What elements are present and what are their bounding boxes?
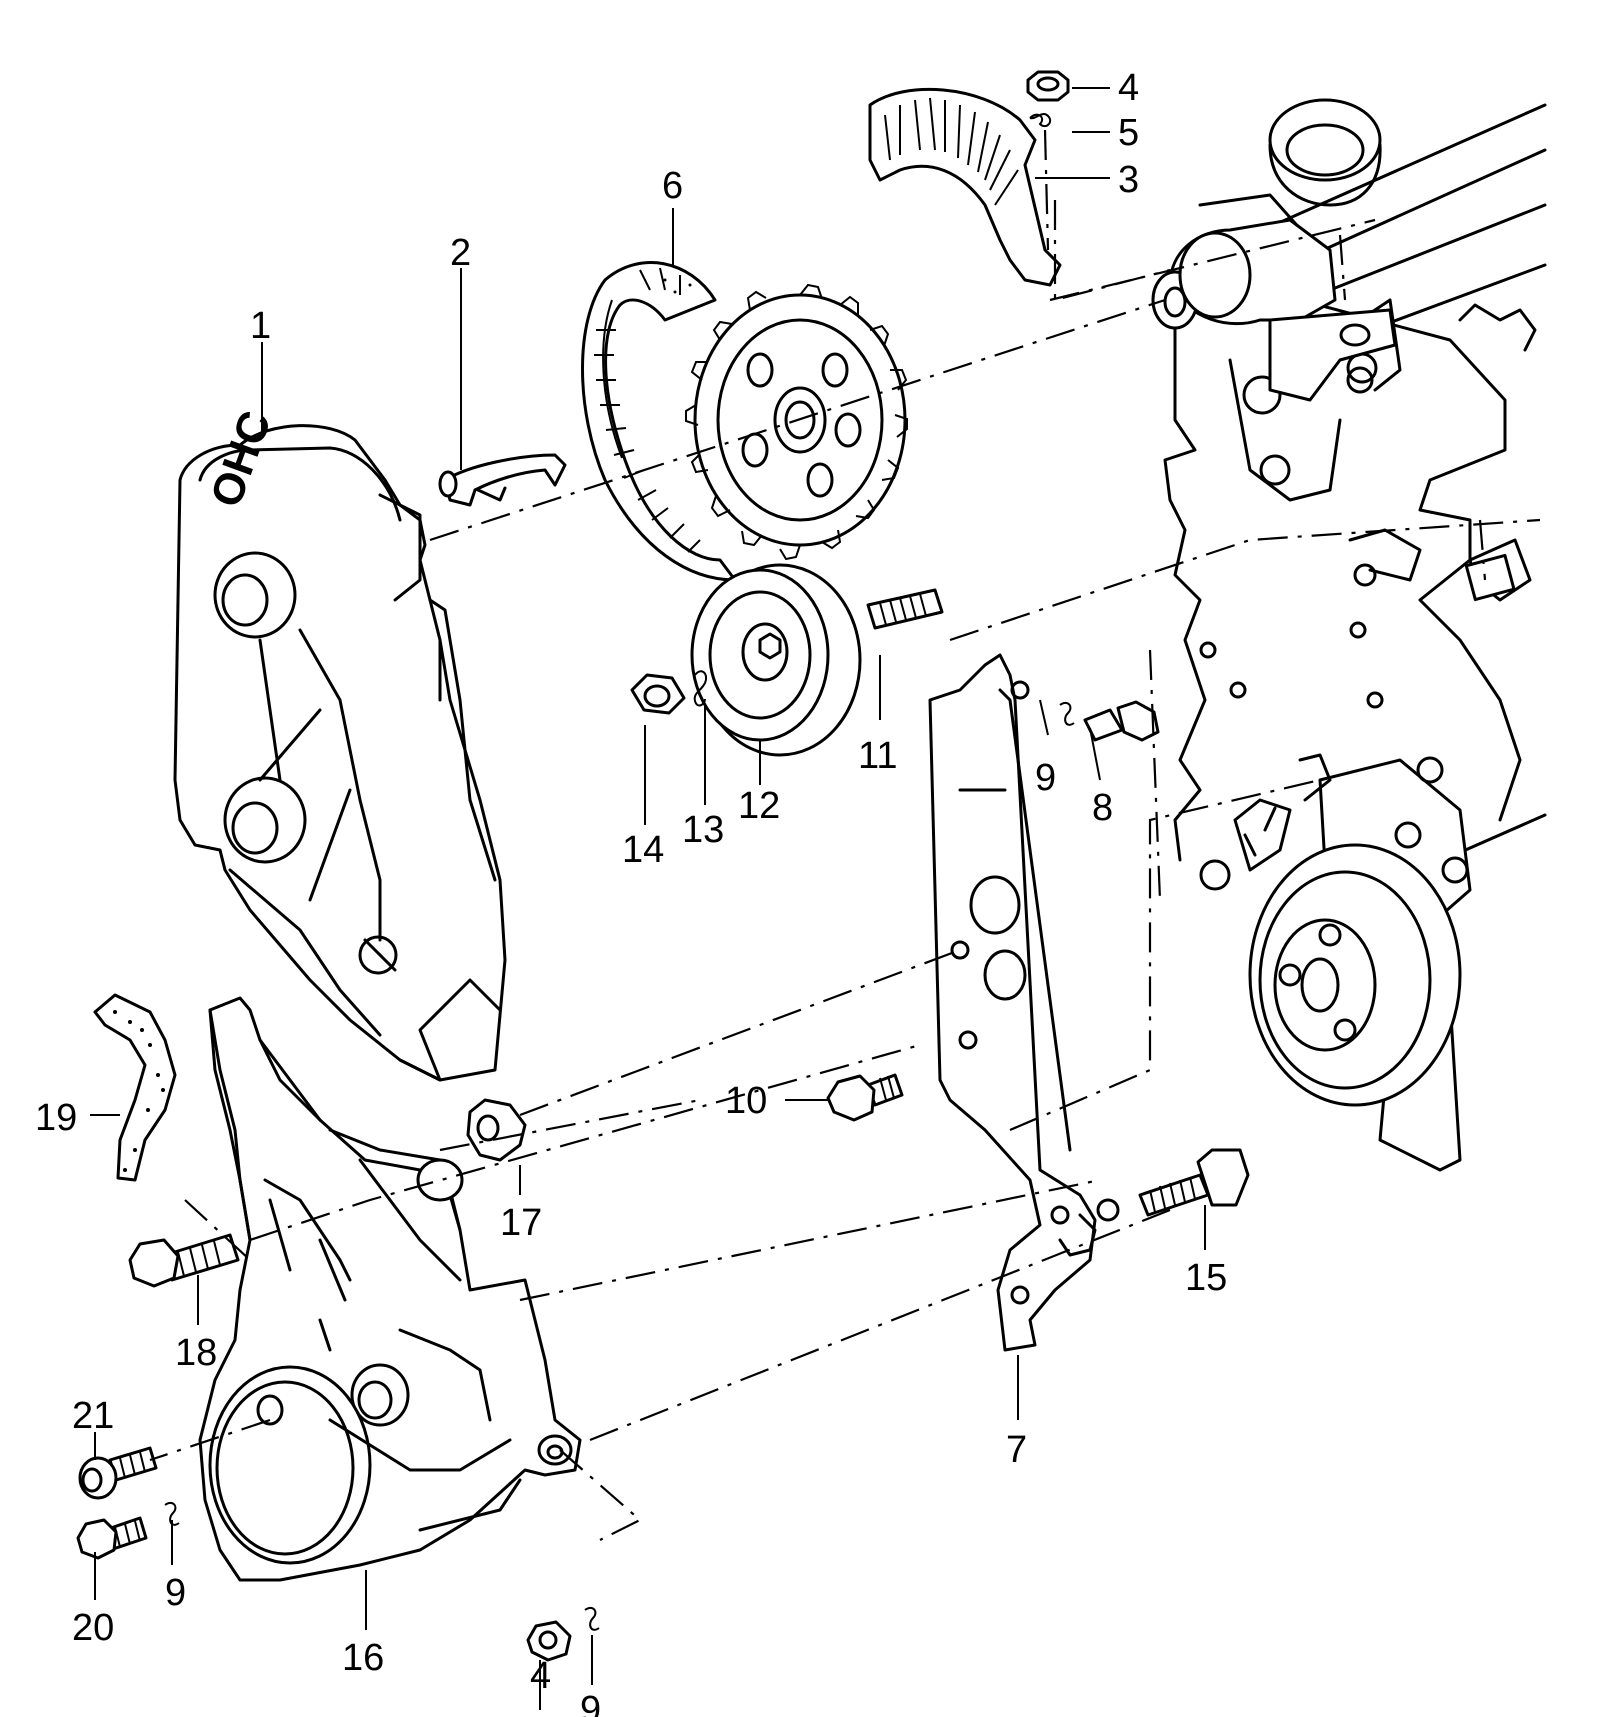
- callout-1: 1: [250, 305, 271, 347]
- callout-11: 11: [858, 735, 897, 777]
- leader-lines: [90, 87, 1206, 1710]
- upper-timing-cover: [173, 424, 507, 1082]
- callout-3: 3: [1118, 159, 1139, 201]
- bolt: [1083, 700, 1160, 742]
- bolt: [826, 1073, 904, 1122]
- callout-5: 5: [1118, 112, 1139, 154]
- lower-timing-cover: [198, 996, 582, 1582]
- timing-backplate: [928, 653, 1120, 1352]
- assembly-center-lines: [149, 129, 1541, 1541]
- tensioner-pulley: [690, 563, 862, 757]
- washer: [693, 670, 707, 707]
- stud: [866, 588, 944, 630]
- crankshaft-pulley: [1199, 753, 1472, 1172]
- callout-4-bottom: 4: [530, 1655, 551, 1697]
- timing-belt: [581, 261, 737, 582]
- callout-9-upper: 9: [1035, 757, 1056, 799]
- callout-10: 10: [725, 1080, 767, 1122]
- camshaft-sprocket: [685, 283, 908, 561]
- clip: [438, 453, 567, 507]
- callout-9-left: 9: [165, 1572, 186, 1614]
- callout-labels: 1 2 3 4 4 5 6 7 8 9 9 9 10 11 12 13 14 1…: [35, 67, 1227, 1717]
- nut: [1026, 70, 1070, 102]
- washer: [164, 1501, 180, 1526]
- callout-17: 17: [500, 1202, 542, 1244]
- callout-9-bottom: 9: [580, 1689, 601, 1717]
- callout-20: 20: [72, 1607, 114, 1649]
- rubber-seal: [93, 993, 177, 1182]
- nut: [630, 673, 686, 715]
- callout-7: 7: [1006, 1429, 1027, 1471]
- callout-15: 15: [1185, 1257, 1227, 1299]
- bolt: [78, 1446, 158, 1500]
- grommet: [466, 1098, 527, 1162]
- washer: [584, 1606, 600, 1631]
- callout-8: 8: [1092, 787, 1113, 829]
- callout-4-top: 4: [1118, 67, 1139, 109]
- callout-21: 21: [72, 1395, 114, 1437]
- bolt: [1138, 1148, 1250, 1217]
- callout-19: 19: [35, 1097, 77, 1139]
- callout-14: 14: [622, 829, 664, 871]
- bolt: [128, 1233, 240, 1288]
- callout-16: 16: [342, 1637, 384, 1679]
- washer: [1059, 701, 1075, 726]
- callout-12: 12: [738, 785, 780, 827]
- nut: [526, 1620, 572, 1662]
- bolt: [76, 1516, 148, 1560]
- callout-13: 13: [682, 809, 724, 851]
- washer: [1029, 113, 1052, 128]
- callout-18: 18: [175, 1332, 217, 1374]
- callout-2: 2: [450, 232, 471, 274]
- cylinder-head: [1151, 98, 1397, 402]
- callout-6: 6: [662, 165, 683, 207]
